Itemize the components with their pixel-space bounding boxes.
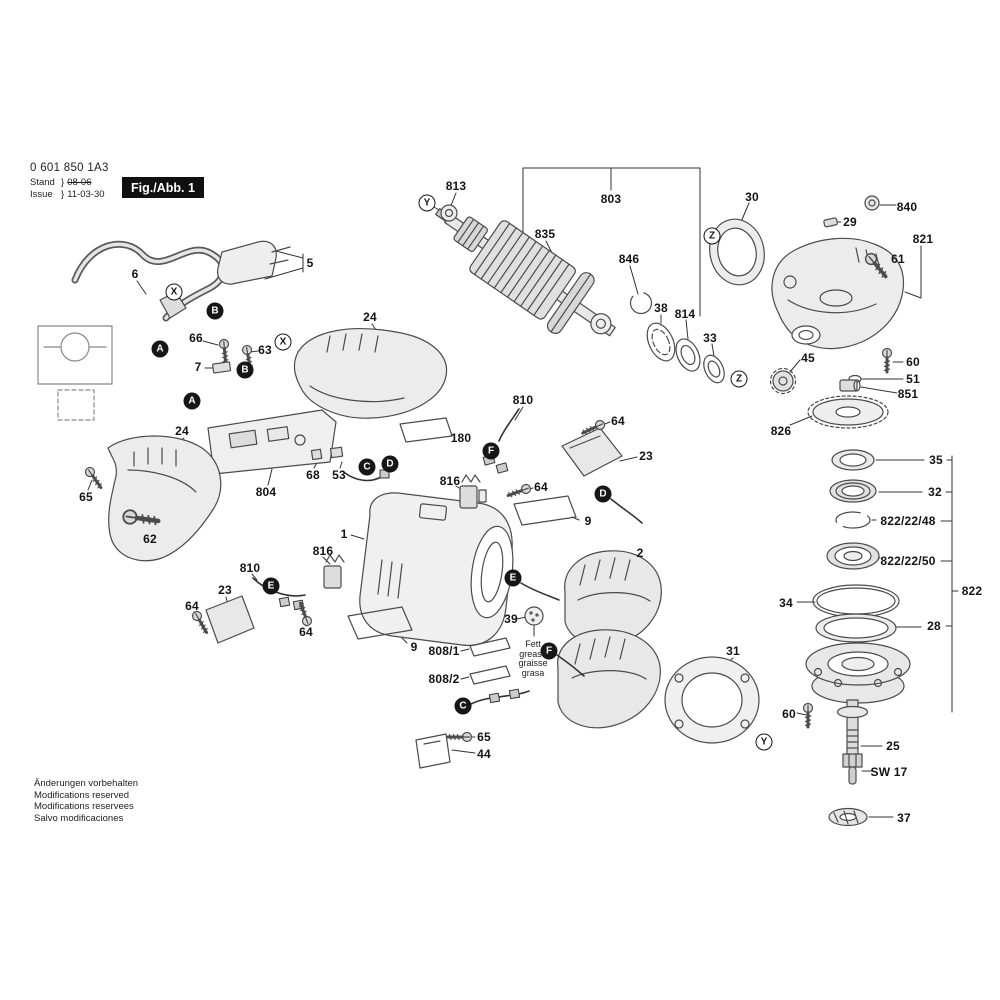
footer-line: Änderungen vorbehalten xyxy=(34,778,139,789)
screw-60-bottom xyxy=(802,702,814,729)
stand-row: Stand}08-06 xyxy=(30,177,109,189)
circlip-822-22-48 xyxy=(835,511,871,529)
stand-value: 08-06 xyxy=(67,177,92,188)
plug xyxy=(217,240,291,285)
armature xyxy=(435,208,616,337)
clamp-44 xyxy=(415,733,451,769)
brace: } xyxy=(61,188,65,200)
pin-29 xyxy=(823,217,838,228)
cylinder-851 xyxy=(839,379,858,392)
front-bearing xyxy=(440,204,458,222)
small-fasteners-top-right xyxy=(823,195,893,392)
motor-housing xyxy=(359,492,514,646)
issue-row: Issue}11-03-30 xyxy=(30,189,109,201)
cover-23-lower xyxy=(205,595,255,644)
bearing-rings xyxy=(629,291,725,384)
cord-sleeve xyxy=(159,291,187,319)
circlip-846 xyxy=(629,291,653,315)
nut-840 xyxy=(864,195,880,211)
cover-ring-30 xyxy=(709,218,765,286)
brush-holder-lower xyxy=(323,554,345,589)
spindle-stack xyxy=(802,449,911,827)
bearing-flange-31 xyxy=(664,656,760,744)
switch-module xyxy=(207,409,344,475)
grease-note-line: graisse xyxy=(518,658,548,668)
grease-dot-39 xyxy=(524,606,544,626)
plate-7 xyxy=(212,361,232,374)
issue-value: 11-03-30 xyxy=(67,188,105,200)
grease-note-line: Fett xyxy=(525,639,541,649)
washer-37 xyxy=(828,807,868,827)
cover-23-upper xyxy=(561,427,623,477)
issue-label: Issue xyxy=(30,188,53,200)
brush-holder-upper xyxy=(459,474,487,509)
gear-housing xyxy=(771,237,905,350)
flange-assembly xyxy=(805,642,911,704)
type-number: 0 601 850 1A3 xyxy=(30,162,109,174)
crown-gear-826 xyxy=(807,395,889,429)
grease-note-line: grease xyxy=(519,648,547,659)
footer-line: Modifications reserved xyxy=(34,789,130,801)
insulation-plates xyxy=(347,417,577,685)
brace: } xyxy=(61,177,65,188)
footer-line: Salvo modificaciones xyxy=(34,812,124,824)
o-ring-34 xyxy=(812,584,900,618)
stand-label: Stand xyxy=(30,177,55,188)
power-cord xyxy=(71,240,291,322)
screw-60-top xyxy=(881,347,893,374)
footer-line: Modifications reservees xyxy=(34,801,134,812)
revision-block: Stand}08-06 Issue}11-03-30 xyxy=(30,177,109,200)
stator-lower xyxy=(557,629,661,729)
misc-screws xyxy=(82,337,608,743)
mounting-template xyxy=(37,325,113,421)
rear-handle-upper xyxy=(293,328,448,419)
rear-handle-lower xyxy=(107,435,222,562)
pinion-gear-45 xyxy=(769,367,797,395)
figure-label: Fig./Abb. 1 xyxy=(122,177,204,198)
grease-note-line: grasa xyxy=(521,667,545,678)
spindle-25 xyxy=(836,699,869,785)
document-meta: 0 601 850 1A3 Stand}08-06 Issue}11-03-30 xyxy=(30,162,109,200)
